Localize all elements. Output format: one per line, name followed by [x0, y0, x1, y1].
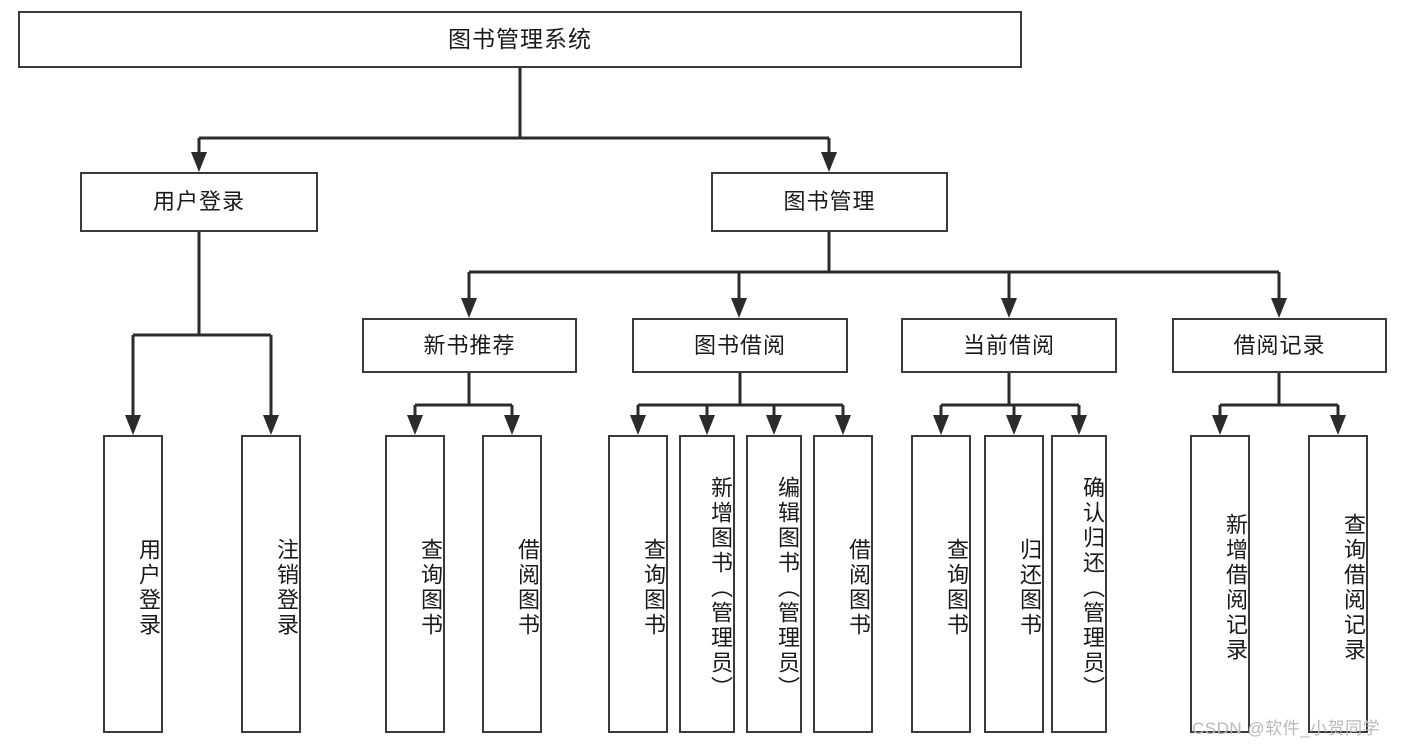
connector-book-mgmt-arrow-3	[1271, 298, 1287, 318]
node-label-leaf-user-login: 用户登录	[136, 538, 161, 638]
connector-new-book-rec-arrow-0	[407, 415, 423, 435]
node-label-leaf-query-book-3: 查询图书	[944, 538, 969, 638]
node-borrow-record[interactable]: 借阅记录	[1172, 318, 1387, 373]
node-leaf-return-book[interactable]: 归还图书	[984, 435, 1044, 733]
node-label-book-mgmt: 图书管理	[783, 189, 876, 215]
node-label-leaf-query-book-1: 查询图书	[418, 538, 443, 638]
node-leaf-borrow-book-1[interactable]: 借阅图书	[482, 435, 542, 733]
watermark: CSDN @软件_小贺同学	[1192, 719, 1381, 738]
node-label-new-book-rec: 新书推荐	[423, 332, 516, 358]
node-root[interactable]: 图书管理系统	[18, 11, 1022, 68]
connector-book-borrow-arrow-0	[630, 415, 646, 435]
node-label-leaf-borrow-book-1: 借阅图书	[515, 538, 540, 638]
connector-book-mgmt-arrow-1	[731, 298, 747, 318]
node-current-borrow[interactable]: 当前借阅	[901, 318, 1117, 373]
node-label-leaf-return-book: 归还图书	[1017, 538, 1042, 638]
node-leaf-edit-book[interactable]: 编辑图书（管理员）	[746, 435, 802, 733]
node-label-root: 图书管理系统	[448, 26, 592, 53]
node-leaf-user-login[interactable]: 用户登录	[103, 435, 163, 733]
node-leaf-borrow-book-2[interactable]: 借阅图书	[813, 435, 873, 733]
node-label-leaf-user-logout: 注销登录	[274, 538, 299, 638]
node-leaf-query-record[interactable]: 查询借阅记录	[1308, 435, 1368, 733]
node-label-user-login: 用户登录	[152, 189, 245, 215]
connector-borrow-record-arrow-1	[1330, 415, 1346, 435]
connector-user-login-arrow-1	[263, 415, 279, 435]
connector-book-mgmt-arrow-2	[1001, 298, 1017, 318]
node-book-borrow[interactable]: 图书借阅	[632, 318, 848, 373]
node-leaf-add-book[interactable]: 新增图书（管理员）	[679, 435, 735, 733]
connector-book-borrow-arrow-1	[699, 415, 715, 435]
node-leaf-add-record[interactable]: 新增借阅记录	[1190, 435, 1250, 733]
node-leaf-query-book-3[interactable]: 查询图书	[911, 435, 971, 733]
node-label-leaf-add-book: 新增图书（管理员）	[708, 475, 733, 701]
connector-user-login-arrow-0	[125, 415, 141, 435]
node-leaf-query-book-1[interactable]: 查询图书	[385, 435, 445, 733]
node-label-leaf-confirm-return: 确认归还（管理员）	[1080, 475, 1105, 701]
node-user-login[interactable]: 用户登录	[80, 172, 318, 232]
node-label-leaf-add-record: 新增借阅记录	[1223, 513, 1248, 663]
node-leaf-query-book-2[interactable]: 查询图书	[608, 435, 668, 733]
node-label-leaf-edit-book: 编辑图书（管理员）	[775, 475, 800, 701]
node-label-leaf-query-book-2: 查询图书	[641, 538, 666, 638]
connector-book-borrow-arrow-2	[766, 415, 782, 435]
node-new-book-rec[interactable]: 新书推荐	[362, 318, 577, 373]
connector-root-arrow-1	[821, 152, 837, 172]
node-leaf-user-logout[interactable]: 注销登录	[241, 435, 301, 733]
connector-book-borrow-arrow-3	[835, 415, 851, 435]
connector-book-mgmt-arrow-0	[461, 298, 477, 318]
connector-current-borrow-arrow-1	[1006, 415, 1022, 435]
node-leaf-confirm-return[interactable]: 确认归还（管理员）	[1051, 435, 1107, 733]
node-label-current-borrow: 当前借阅	[962, 332, 1055, 358]
connector-current-borrow-arrow-0	[933, 415, 949, 435]
node-label-book-borrow: 图书借阅	[693, 332, 786, 358]
node-label-borrow-record: 借阅记录	[1233, 332, 1326, 358]
node-book-mgmt[interactable]: 图书管理	[711, 172, 948, 232]
connector-root-arrow-0	[191, 152, 207, 172]
node-label-leaf-query-record: 查询借阅记录	[1341, 513, 1366, 663]
node-label-leaf-borrow-book-2: 借阅图书	[846, 538, 871, 638]
connector-new-book-rec-arrow-1	[504, 415, 520, 435]
connector-current-borrow-arrow-2	[1071, 415, 1087, 435]
connector-borrow-record-arrow-0	[1212, 415, 1228, 435]
